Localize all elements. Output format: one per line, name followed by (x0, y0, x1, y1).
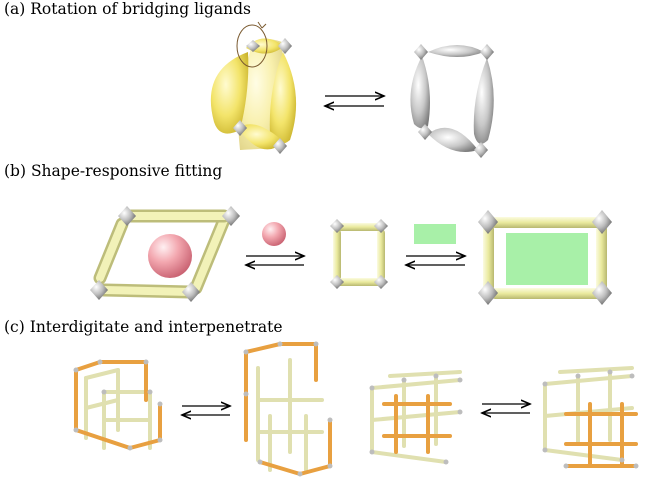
metal-node (330, 275, 344, 289)
ligand-top (428, 45, 484, 57)
panel-b-square-host (330, 219, 388, 289)
panel-c-title: (c) Interdigitate and interpenetrate (4, 318, 283, 336)
free-guest-sphere (262, 222, 286, 246)
metal-node (278, 38, 292, 54)
panel-c-framework-2 (243, 341, 333, 477)
ligand-right (473, 58, 494, 144)
metal-node (374, 275, 388, 289)
metal-node (90, 280, 108, 300)
panel-c-framework-4 (542, 366, 639, 469)
panel-b-arrows-right (406, 256, 465, 265)
metal-node (592, 281, 612, 305)
ligand-right (269, 52, 297, 144)
metal-node (118, 206, 136, 226)
panel-c-framework-3 (369, 370, 463, 465)
ligand-left (210, 52, 249, 134)
panel-b-arrows-left (246, 256, 304, 265)
free-guest-rectangle (414, 224, 456, 244)
metal-node (246, 40, 260, 52)
metal-node (478, 210, 498, 234)
panel-c-framework-1 (73, 359, 163, 451)
panel-a-right-complex (410, 44, 494, 158)
panel-c-arrows-right (482, 404, 530, 413)
metal-node (478, 281, 498, 305)
panel-a-title: (a) Rotation of bridging ligands (4, 0, 252, 18)
metal-node (330, 219, 344, 233)
metal-node (273, 138, 287, 154)
panel-a-equilibrium-arrows (325, 96, 384, 106)
ligand-left (410, 56, 430, 129)
panel-b-title: (b) Shape-responsive fitting (4, 162, 223, 180)
metal-node (418, 124, 432, 140)
metal-node (474, 142, 488, 158)
panel-b-rhombic-host (90, 206, 240, 302)
bound-guest-rectangle (506, 233, 588, 285)
guest-sphere (148, 234, 192, 278)
metal-node (182, 282, 200, 302)
metal-node (480, 44, 494, 60)
panel-c-arrows-left (182, 406, 230, 415)
metal-node (592, 210, 612, 234)
metal-node (233, 120, 247, 136)
ligand-bottom (238, 124, 284, 150)
metal-node (222, 206, 240, 226)
panel-b-rectangular-host (478, 210, 612, 305)
metal-node (374, 219, 388, 233)
metal-node (414, 44, 428, 60)
ligand-bottom (428, 127, 478, 152)
panel-a-left-complex (210, 21, 297, 154)
